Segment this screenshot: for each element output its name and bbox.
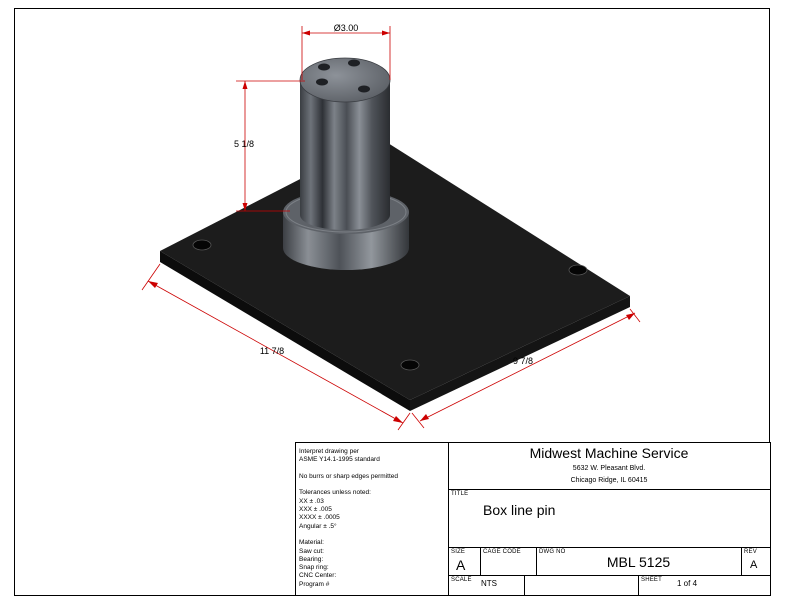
dimension-height-label: 5 1/8 — [234, 139, 254, 149]
size-label: SIZE — [451, 549, 466, 555]
scale-value: NTS — [481, 579, 497, 588]
title-block: Interpret drawing per ASME Y14.1-1995 st… — [295, 442, 771, 596]
mounting-hole — [400, 359, 420, 371]
rev-label: REV — [744, 549, 757, 555]
note-line: ASME Y14.1-1995 standard — [299, 456, 380, 464]
note-line: No burrs or sharp edges permitted — [299, 472, 398, 480]
note-line: XXXX ± .0005 — [299, 514, 340, 522]
mounting-hole — [568, 264, 588, 276]
top-hole — [318, 63, 330, 71]
note-line: Bearing: — [299, 555, 324, 563]
mounting-hole — [192, 239, 212, 251]
top-hole — [348, 59, 360, 67]
note-line: Material: — [299, 539, 324, 547]
dimension-width — [411, 308, 641, 429]
note-line: Interpret drawing per — [299, 448, 359, 455]
note-line: CNC Center: — [299, 572, 337, 580]
note-line — [299, 465, 447, 473]
rev-value: A — [750, 559, 758, 571]
title-label: TITLE — [451, 491, 469, 497]
note-line: Angular ± .5° — [299, 522, 337, 530]
base-plate — [160, 138, 630, 411]
company-address-line2: Chicago Ridge, IL 60415 — [570, 477, 648, 484]
note-line: Snap ring: — [299, 564, 329, 572]
drawing-title: Box line pin — [483, 502, 556, 518]
note-line: XX ± .03 — [299, 497, 324, 505]
top-hole — [316, 78, 328, 86]
dimension-width-label: 9 7/8 — [513, 356, 533, 366]
scale-label: SCALE — [451, 577, 472, 583]
dimension-height — [236, 80, 305, 212]
note-line: Tolerances unless noted: — [299, 489, 371, 497]
note-line: XXX ± .005 — [299, 506, 332, 514]
company-name: Midwest Machine Service — [529, 445, 689, 461]
sheet-value: 1 of 4 — [677, 579, 698, 588]
drawing-notes: Interpret drawing per ASME Y14.1-1995 st… — [299, 448, 447, 589]
sheet-label: SHEET — [641, 577, 663, 583]
company-address-line1: 5632 W. Pleasant Blvd. — [572, 465, 646, 472]
note-line — [299, 531, 447, 539]
dwg-no-label: DWG NO — [539, 549, 566, 555]
cage-code-label: CAGE CODE — [483, 549, 521, 555]
note-line: Program # — [299, 580, 330, 588]
dwg-number: MBL 5125 — [606, 554, 671, 570]
size-value: A — [456, 557, 466, 573]
top-hole — [358, 85, 370, 93]
dimension-diameter-label: Ø3.00 — [334, 23, 359, 33]
dimension-length — [141, 263, 411, 431]
shaft — [299, 57, 391, 230]
dimension-length-label: 11 7/8 — [260, 346, 284, 356]
note-line: Saw cut: — [299, 547, 324, 555]
dimension-diameter — [301, 26, 391, 80]
note-line — [299, 481, 447, 489]
